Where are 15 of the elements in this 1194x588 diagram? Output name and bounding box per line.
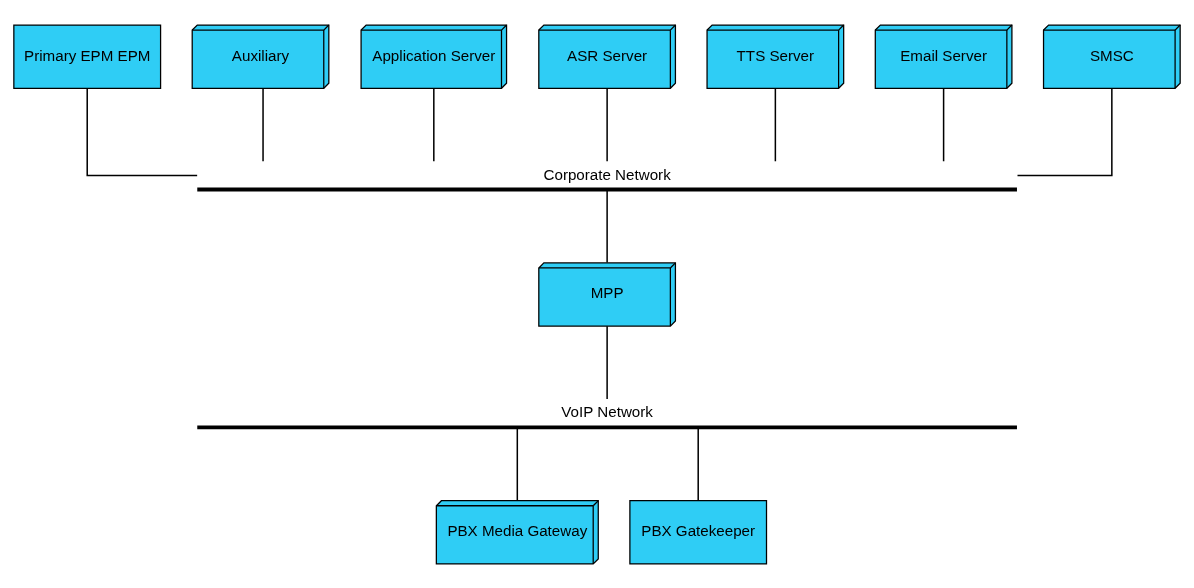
connector	[606, 325, 608, 400]
connector	[942, 87, 945, 162]
connector	[1016, 87, 1113, 176]
connector	[516, 426, 519, 501]
node-box: Primary EPM EPM	[13, 23, 162, 89]
node-box: PBX Gatekeeper	[629, 499, 768, 565]
connector	[262, 87, 264, 162]
connector	[697, 426, 699, 501]
node-text: Corporate Network	[543, 165, 671, 183]
connector	[606, 87, 608, 162]
connector	[606, 188, 608, 263]
node-text: VoIP Network	[561, 402, 653, 420]
connector	[86, 87, 198, 176]
connector	[433, 87, 435, 162]
connector	[774, 87, 777, 162]
